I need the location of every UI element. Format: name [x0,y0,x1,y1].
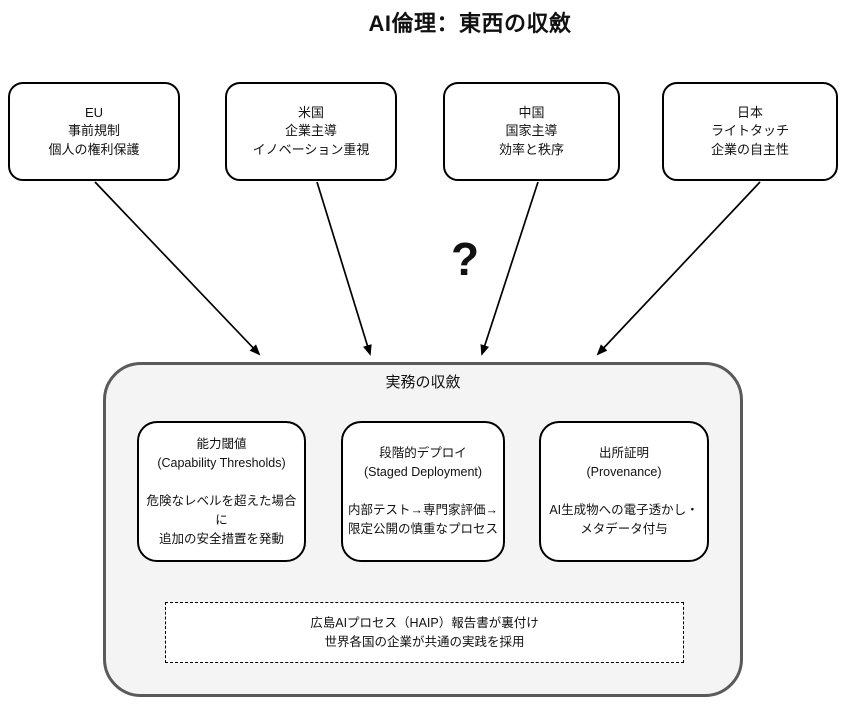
page-title: AI倫理：東西の収斂 [368,11,572,36]
node-usa-line2: 企業主導 [284,123,337,139]
node-china-line1: 中国 [518,104,545,120]
node-japan: 日本 ライトタッチ 企業の自主性 [662,82,838,181]
node-china-line3: 効率と秩序 [498,141,564,157]
arrow-usa-to-convergence [316,181,372,356]
arrow-eu-to-convergence [94,181,261,356]
practice-subtitle: (Staged Deployment) [363,465,483,479]
practice-body-line: 内部テスト→専門家評価→ [347,503,498,517]
footnote-line1: 広島AIプロセス（HAIP）報告書が裏付け [310,615,539,630]
node-staged-deployment: 段階的デプロイ (Staged Deployment) 内部テスト→専門家評価→… [341,421,505,562]
node-usa-line3: イノベーション重視 [252,141,370,157]
practice-title: 出所証明 [598,446,649,460]
node-eu: EU 事前規制 個人の権利保護 [8,82,180,181]
node-usa: 米国 企業主導 イノベーション重視 [225,82,397,181]
footnote-line2: 世界各国の企業が共通の実践を採用 [324,634,525,649]
node-china: 中国 国家主導 効率と秩序 [443,82,620,181]
node-japan-line1: 日本 [736,104,763,120]
node-eu-line1: EU [84,104,104,120]
practice-title: 能力閾値 [196,436,247,451]
practice-body-line: に [215,512,228,527]
node-japan-line2: ライトタッチ [710,123,789,139]
node-hiroshima-ai-process-footnote: 広島AIプロセス（HAIP）報告書が裏付け 世界各国の企業が共通の実践を採用 [165,602,684,663]
node-china-line2: 国家主導 [505,123,558,139]
arrow-china-to-convergence [480,181,539,356]
practice-body-line: メタデータ付与 [580,522,668,536]
node-eu-line3: 個人の権利保護 [48,141,140,157]
practice-subtitle: (Provenance) [586,465,662,479]
practice-body-line: AI生成物への電子透かし・ [549,503,699,517]
node-eu-line2: 事前規制 [67,123,120,139]
practice-body-line: 危険なレベルを超えた場合 [146,493,297,508]
practice-body-line: 限定公開の慎重なプロセス [347,522,498,536]
container-practical-convergence: 実務の収斂 能力閾値 (Capability Thresholds) 危険なレベ… [103,362,743,697]
node-capability-thresholds: 能力閾値 (Capability Thresholds) 危険なレベルを超えた場… [137,421,306,562]
node-provenance: 出所証明 (Provenance) AI生成物への電子透かし・ メタデータ付与 [539,421,709,562]
practice-title: 段階的デプロイ [379,446,467,460]
convergence-label: 実務の収斂 [385,374,461,391]
node-usa-line1: 米国 [297,104,324,120]
node-japan-line3: 企業の自主性 [710,141,789,157]
practice-body-line: 追加の安全措置を発動 [158,531,284,546]
uncertainty-question-mark: ? [450,233,480,285]
arrow-japan-to-convergence [596,181,761,356]
practice-subtitle: (Capability Thresholds) [157,455,286,470]
